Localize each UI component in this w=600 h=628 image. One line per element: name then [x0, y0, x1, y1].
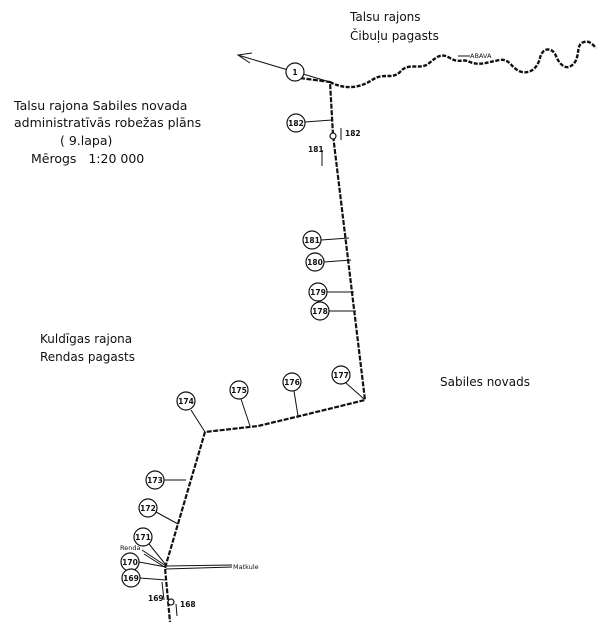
svg-text:177: 177 [333, 371, 349, 380]
svg-text:175: 175 [231, 386, 247, 395]
svg-text:170: 170 [122, 558, 138, 567]
point-169: 169 [121, 568, 141, 588]
point-1: 1 [285, 62, 305, 82]
svg-text:173: 173 [147, 476, 163, 485]
river-label: ABAVA [470, 52, 492, 60]
point-180: 180 [305, 252, 325, 272]
point-176: 176 [282, 372, 302, 392]
map-sheet: ( 9.lapa) [60, 133, 112, 148]
boundary-points: 1 182 181 180 179 178 177 176 175 174 17… [120, 62, 351, 588]
svg-text:178: 178 [312, 307, 328, 316]
point-178: 178 [310, 301, 330, 321]
direction-label-182: 182 [345, 129, 361, 138]
svg-text:182: 182 [288, 119, 304, 128]
point-177: 177 [331, 365, 351, 385]
direction-label-181: 181 [308, 145, 324, 154]
point-182: 182 [286, 113, 306, 133]
administrative-boundary [163, 76, 367, 623]
map-title-line1: Talsu rajona Sabiles novada [13, 98, 187, 113]
region-north-line1: Talsu rajons [349, 10, 421, 24]
svg-text:172: 172 [140, 504, 156, 513]
arrow-head-icon [236, 52, 253, 64]
point-171: 171 [133, 527, 153, 547]
road-label-renda: Renda [120, 544, 140, 552]
svg-text:174: 174 [178, 397, 194, 406]
direction-label-168: 168 [180, 600, 196, 609]
svg-text:180: 180 [307, 258, 323, 267]
point-175: 175 [229, 380, 249, 400]
map-scale: Mērogs 1:20 000 [31, 151, 144, 166]
leader-lines [138, 73, 365, 617]
svg-text:169: 169 [123, 574, 139, 583]
region-east: Sabiles novads [440, 375, 530, 389]
direction-arrow [237, 54, 289, 71]
road-label-matkule: Matkule [233, 563, 259, 571]
svg-text:171: 171 [135, 533, 151, 542]
svg-text:181: 181 [304, 236, 320, 245]
direction-label-169: 169 [148, 594, 164, 603]
map-title-line2: administratīvās robežas plāns [14, 115, 201, 130]
svg-text:179: 179 [310, 288, 326, 297]
point-181: 181 [302, 230, 322, 250]
point-174: 174 [176, 391, 196, 411]
svg-text:176: 176 [284, 378, 300, 387]
point-170: 170 [120, 552, 140, 572]
point-172: 172 [138, 498, 158, 518]
region-west-line1: Kuldīgas rajona [40, 332, 132, 346]
point-173: 173 [145, 470, 165, 490]
point-179: 179 [308, 282, 328, 302]
river-abava [329, 40, 597, 89]
svg-text:1: 1 [292, 68, 297, 77]
region-west-line2: Rendas pagasts [40, 350, 135, 364]
region-north-line2: Čibuļu pagasts [350, 28, 439, 43]
